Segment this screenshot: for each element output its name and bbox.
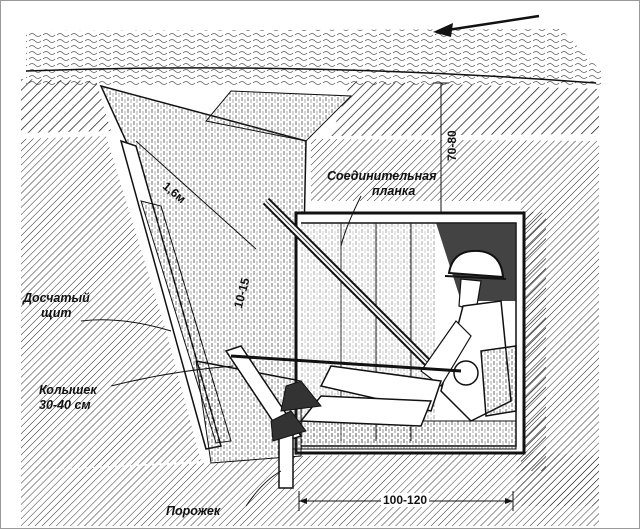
width-value: 100-120 xyxy=(381,493,430,507)
trench-back-wall xyxy=(99,84,353,382)
connecting-bar-label: Соединительная планка xyxy=(327,169,436,199)
seated-soldier xyxy=(230,249,517,442)
height-value: 70-80 xyxy=(445,130,459,161)
connecting-bar xyxy=(262,197,435,370)
stake-label-line2: 30-40 см xyxy=(39,398,91,412)
plank-shield-label: Досчатый щит xyxy=(23,291,90,321)
connecting-bar-label-line2: планка xyxy=(372,184,416,198)
earth-left xyxy=(21,136,201,471)
soil-top-left xyxy=(21,79,111,133)
plank-shield-label-line1: Досчатый xyxy=(23,291,90,305)
connecting-bar-label-line1: Соединительная xyxy=(327,169,437,183)
stake-label-line1: Колышек xyxy=(39,383,97,397)
ground-surface xyxy=(25,29,601,86)
earth-bottom xyxy=(21,451,599,526)
leader-lines xyxy=(80,195,362,507)
stake-label: Колышек 30-40 см xyxy=(39,383,97,413)
threshold-label: Порожек xyxy=(166,504,221,518)
slope-dimension-line xyxy=(135,140,257,250)
plank-shield-label-line2: щит xyxy=(41,306,72,320)
soil-top-right xyxy=(331,81,599,136)
left-arrow-icon xyxy=(433,14,540,37)
earth-right xyxy=(311,139,599,506)
height-dimension-line xyxy=(433,82,449,214)
